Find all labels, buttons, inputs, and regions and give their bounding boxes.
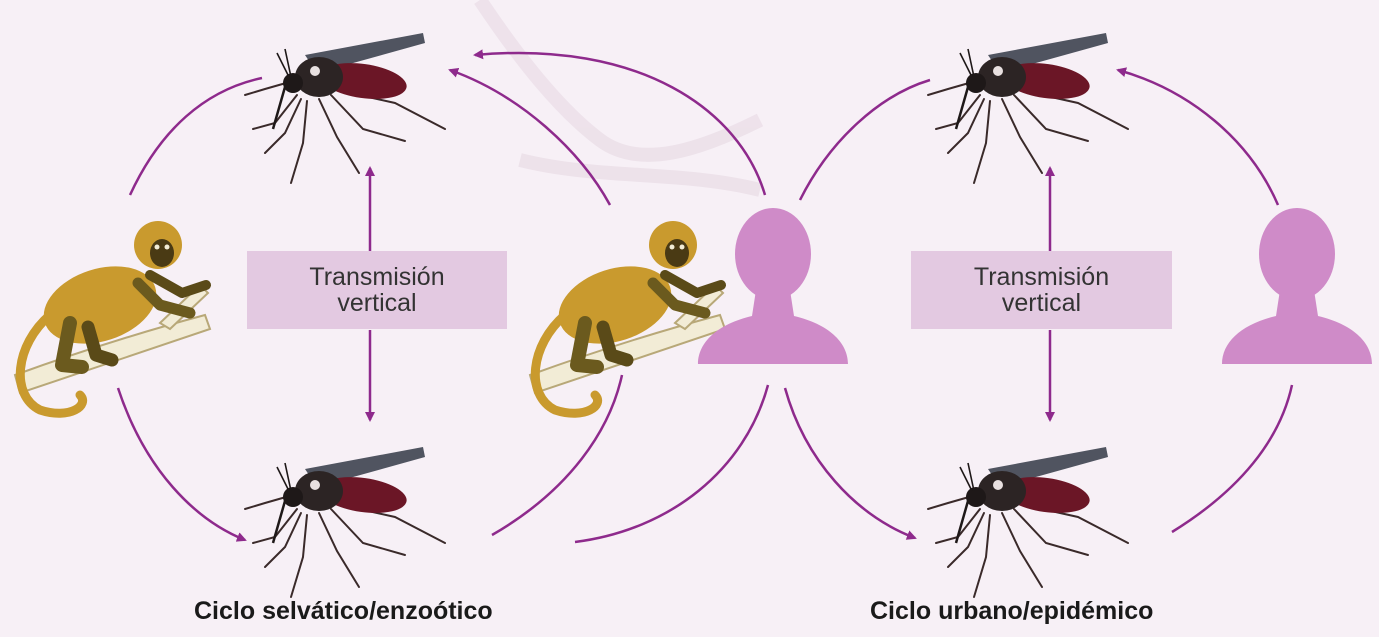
vertical-transmission-label-line1: Transmisión (309, 264, 444, 290)
arrow-monkey1-to-top-mosquito (130, 78, 262, 195)
caption-urban-cycle: Ciclo urbano/epidémico (870, 597, 1153, 626)
vertical-transmission-box-urban: Transmisión vertical (911, 251, 1172, 329)
arrow-bottom-mosquito-to-human1 (575, 385, 768, 542)
arrow-bottom-right-mosquito-to-human2 (1172, 385, 1292, 532)
mosquito-icon-top-right (928, 33, 1128, 183)
vertical-transmission-label-line2: vertical (1002, 290, 1081, 316)
arrow-human2-to-top-right-mosquito (1118, 70, 1278, 205)
monkey-icon-center (530, 221, 725, 413)
arrow-monkey1-to-bottom-mosquito (118, 388, 245, 540)
human-icon-right (1222, 208, 1372, 364)
vertical-transmission-label-line1: Transmisión (974, 264, 1109, 290)
arrow-human1-to-bottom-right-mosquito (785, 388, 915, 538)
vertical-transmission-box-sylvatic: Transmisión vertical (247, 251, 507, 329)
vertical-transmission-label-line2: vertical (337, 290, 416, 316)
arrow-bottom-mosquito-to-monkey2 (492, 375, 622, 535)
caption-sylvatic-cycle: Ciclo selvático/enzoótico (194, 597, 493, 626)
monkey-icon-left (15, 221, 210, 413)
mosquito-icon-bottom-left (245, 447, 445, 597)
mosquito-icon-bottom-right (928, 447, 1128, 597)
arrow-human1-to-top-right-mosquito (800, 80, 930, 200)
mosquito-icon-top-left (245, 33, 445, 183)
